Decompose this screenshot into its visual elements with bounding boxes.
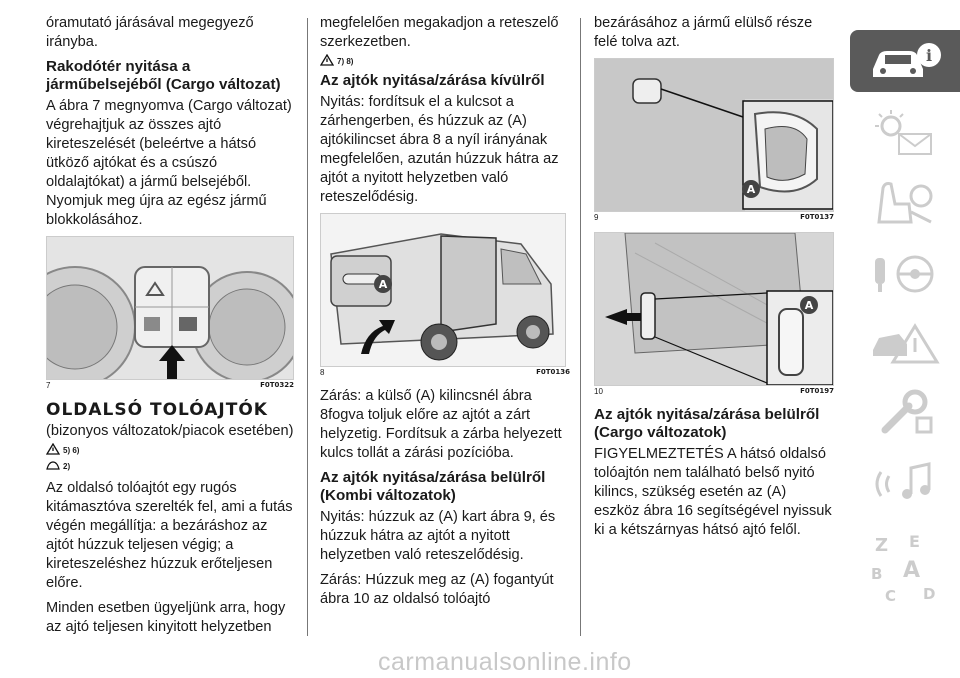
figure-number: 7 — [46, 381, 51, 390]
column-middle: megfelelően megakadjon a reteszelő szerk… — [319, 14, 570, 615]
figure-8: A — [320, 213, 566, 367]
section-heading: OLDALSÓ TOLÓAJTÓK — [46, 400, 268, 420]
svg-text:Z: Z — [875, 535, 888, 556]
car-crash-icon — [873, 323, 940, 364]
figure-code: F0T0137 — [800, 213, 834, 221]
refs-text: 5) 6) — [63, 445, 80, 455]
seat-airbag-icon — [877, 182, 933, 224]
paragraph: FIGYELMEZTETÉS A hátsó oldalsó tolóajtón… — [594, 446, 832, 538]
refs-text: 7) 8) — [337, 56, 354, 66]
warning-icon — [319, 53, 335, 68]
tab-maintenance[interactable] — [850, 382, 960, 444]
paragraph: Zárás: Húzzuk meg az (A) fogantyút ábra … — [320, 572, 554, 607]
intro-text: bezárásához a jármű elülső része felé to… — [594, 15, 813, 50]
warning-light-icon — [875, 110, 932, 155]
column-left: óramutató járásával megegyező irányba. R… — [45, 14, 294, 643]
car-note-icon — [46, 459, 60, 473]
tab-car-info[interactable]: i — [850, 30, 960, 92]
tab-emergency[interactable] — [850, 312, 960, 374]
section-text: A ábra 7 megnyomva (Cargo változat) végr… — [46, 98, 292, 228]
svg-text:B: B — [871, 565, 882, 583]
figure-number: 9 — [594, 213, 599, 222]
figure-9: A — [594, 58, 834, 212]
warning-refs: 5) 6) — [45, 442, 294, 457]
sliding-door-handle-illustration: A — [595, 233, 833, 385]
figure-9-caption: 9 F0T0137 — [594, 213, 834, 222]
alphabet-index-icon: Z E B A C D — [871, 532, 935, 605]
paragraph: Nyitás: fordítsuk el a kulcsot a zárheng… — [320, 94, 559, 205]
svg-text:D: D — [923, 585, 935, 603]
note-refs: 2) — [46, 459, 294, 473]
watermark: carmanualsonline.info — [378, 648, 632, 676]
tab-warning-lights[interactable] — [850, 102, 960, 164]
paragraph: Zárás: a külső (A) kilincsnél ábra 8fogv… — [320, 388, 562, 461]
column-divider — [307, 18, 308, 636]
subtitle: (bizonyos változatok/piacok esetében) — [46, 423, 294, 439]
intro-text: óramutató járásával megegyező irányba. — [46, 15, 254, 50]
tab-driving[interactable] — [850, 242, 960, 304]
figure-number: 8 — [320, 368, 325, 377]
intro-text: megfelelően megakadjon a reteszelő szerk… — [320, 15, 559, 50]
paragraph: Minden esetben ügyeljünk arra, hogy az a… — [46, 600, 286, 635]
warning-refs: 7) 8) — [319, 53, 570, 68]
figure-7-caption: 7 F0T0322 — [46, 381, 294, 390]
figure-10: A — [594, 232, 834, 386]
callout-label: A — [379, 278, 388, 291]
section-title: Rakodótér nyitása a járműbelsejéből (Car… — [46, 58, 281, 93]
steering-key-icon — [875, 255, 934, 293]
wrench-icon — [881, 389, 933, 434]
column-divider — [580, 18, 581, 636]
section-title: Az ajtók nyitása/zárása kívülről — [320, 72, 545, 89]
tab-multimedia[interactable] — [850, 452, 960, 514]
media-music-icon — [875, 462, 931, 499]
dashboard-switch-illustration — [47, 237, 293, 379]
svg-text:E: E — [909, 532, 920, 551]
interior-lever-illustration: A — [595, 59, 833, 211]
figure-number: 10 — [594, 387, 603, 396]
paragraph: Nyitás: húzzuk az (A) kart ábra 9, és hú… — [320, 509, 556, 563]
figure-code: F0T0136 — [536, 368, 570, 376]
chapter-sidebar: i — [850, 30, 960, 678]
svg-text:i: i — [926, 46, 932, 65]
car-info-icon: i — [873, 43, 941, 77]
section-title: Az ajtók nyitása/zárása belülről (Kombi … — [320, 469, 546, 504]
warning-icon — [45, 442, 61, 457]
callout-label: A — [805, 299, 814, 312]
figure-10-caption: 10 F0T0197 — [594, 387, 834, 396]
figure-7 — [46, 236, 294, 380]
section-title: Az ajtók nyitása/zárása belülről (Cargo … — [594, 406, 820, 441]
svg-text:A: A — [903, 558, 920, 583]
figure-8-caption: 8 F0T0136 — [320, 368, 570, 377]
tab-safety[interactable] — [850, 172, 960, 234]
figure-code: F0T0197 — [800, 387, 834, 395]
svg-text:C: C — [885, 587, 896, 605]
page-number: 17 — [880, 649, 906, 670]
column-right: bezárásához a jármű elülső része felé to… — [594, 14, 834, 546]
tab-index[interactable]: Z E B A C D — [850, 522, 960, 612]
figure-code: F0T0322 — [260, 381, 294, 389]
refs-text: 2) — [63, 461, 71, 471]
van-sliding-door-illustration: A — [321, 214, 565, 366]
paragraph: Az oldalsó tolóajtót egy rugós kitámaszt… — [46, 480, 293, 591]
callout-label: A — [747, 183, 756, 196]
